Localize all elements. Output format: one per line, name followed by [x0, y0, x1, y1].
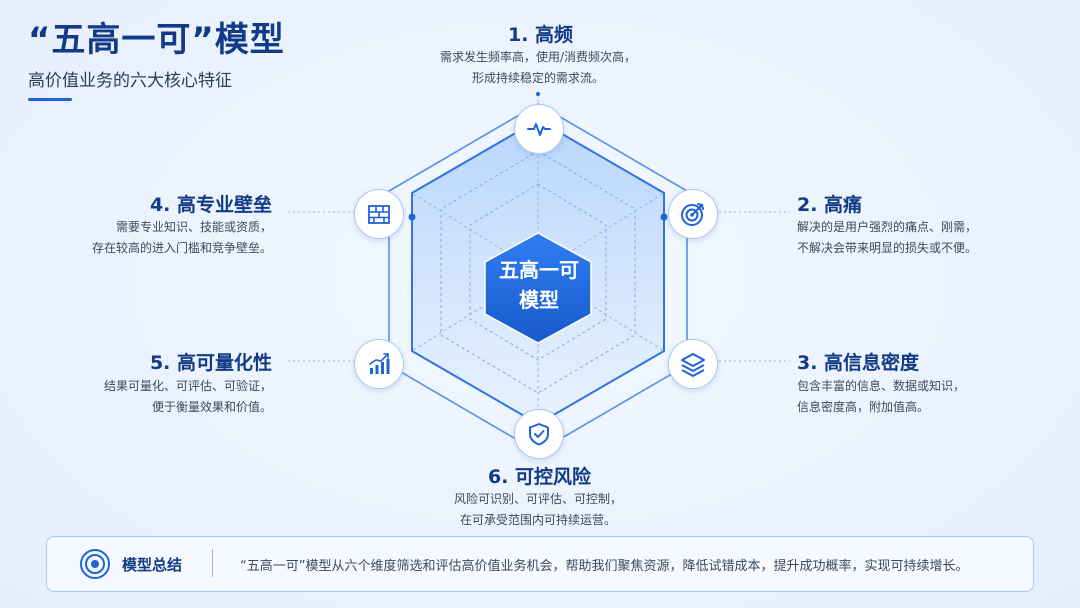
feature-3-desc: 包含丰富的信息、数据或知识， 信息密度高，附加值高。	[797, 376, 965, 418]
target-icon	[80, 549, 110, 579]
page-title: “五高一可”模型	[28, 20, 285, 60]
vertex-dots	[408, 213, 668, 221]
connector-lines	[288, 95, 790, 362]
layers-icon	[681, 353, 705, 377]
feature-5-desc-line1: 结果可量化、可评估、可验证，	[103, 379, 272, 393]
wall-icon	[368, 205, 390, 224]
center-label: 五高一可 模型	[485, 255, 593, 315]
page-subtitle: 高价值业务的六大核心特征	[28, 71, 232, 91]
center-label-line2: 模型	[519, 288, 559, 312]
feature-5-desc-line2: 便于衡量效果和价值。	[151, 400, 272, 414]
pulse-icon	[527, 123, 551, 136]
target-icon	[681, 203, 704, 226]
pulse-icon-badge	[514, 104, 564, 154]
feature-1-desc: 需求发生频率高，使用/消费频次高， 形成持续稳定的需求流。	[431, 47, 645, 89]
feature-4-desc-line1: 需要专业知识、技能或资质，	[115, 220, 272, 234]
wall-icon-badge	[354, 189, 404, 239]
feature-4-desc: 需要专业知识、技能或资质， 存在较高的进入门槛和竞争壁垒。	[62, 217, 272, 259]
center-label-line1: 五高一可	[499, 258, 579, 282]
feature-4-desc-line2: 存在较高的进入门槛和竞争壁垒。	[91, 241, 272, 255]
bar-chart-icon	[369, 353, 390, 374]
summary-text: “五高一可”模型从六个维度筛选和评估高价值业务机会，帮助我们聚焦资源，降低试错成…	[240, 559, 969, 574]
summary-box	[46, 536, 1034, 592]
feature-2-desc-line2: 不解决会带来明显的损失或不便。	[797, 241, 978, 255]
feature-1-desc-line1: 需求发生频率高，使用/消费频次高，	[439, 50, 637, 64]
feature-1-desc-line2: 形成持续稳定的需求流。	[471, 71, 604, 85]
feature-6-desc-line2: 在可承受范围内可持续运营。	[459, 513, 616, 527]
feature-3-desc-line1: 包含丰富的信息、数据或知识，	[797, 379, 966, 393]
feature-2-desc-line1: 解决的是用户强烈的痛点、刚需，	[797, 220, 978, 234]
feature-1-title: 1. 高频	[508, 24, 574, 46]
feature-6-desc-line1: 风险可识别、可评估、可控制，	[453, 492, 622, 506]
bar-chart-icon-badge	[354, 339, 404, 389]
shield-check-icon	[529, 423, 549, 446]
summary-divider	[212, 549, 213, 577]
feature-4-title: 4. 高专业壁垒	[149, 194, 272, 216]
grid-hexagon-2	[469, 183, 607, 361]
feature-5-title: 5. 高可量化性	[149, 352, 272, 374]
feature-2-desc: 解决的是用户强烈的痛点、刚需， 不解决会带来明显的损失或不便。	[797, 217, 977, 259]
feature-3-title: 3. 高信息密度	[797, 352, 920, 374]
summary-icon-wrap	[78, 547, 112, 585]
summary-label: 模型总结	[122, 556, 183, 574]
feature-3-desc-line2: 信息密度高，附加值高。	[797, 400, 930, 414]
top-connector-dot	[536, 92, 540, 96]
shield-check-icon-badge	[514, 409, 564, 459]
layers-icon-badge	[668, 339, 718, 389]
target-icon-badge	[668, 189, 718, 239]
feature-6-title: 6. 可控风险	[488, 466, 592, 488]
feature-5-desc: 结果可量化、可评估、可验证， 便于衡量效果和价值。	[62, 376, 272, 418]
feature-6-desc: 风险可识别、可评估、可控制， 在可承受范围内可持续运营。	[438, 489, 638, 531]
feature-2-title: 2. 高痛	[797, 194, 863, 216]
center-hexagon	[484, 232, 592, 344]
title-underline	[28, 98, 72, 101]
